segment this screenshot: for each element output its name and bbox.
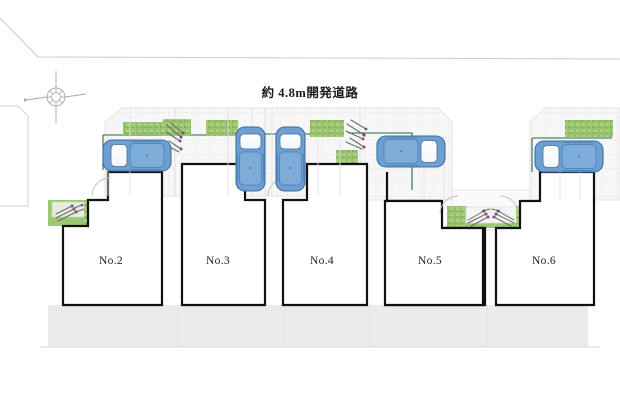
flower-bed-icon-d: [467, 208, 491, 227]
flower-bed-icon-e: [491, 208, 515, 227]
road-label: 約 4.8m開発道路: [261, 86, 359, 100]
lot-label-no3: No.3: [206, 255, 230, 267]
car-no3: [235, 126, 266, 192]
lot-label-no5: No.5: [418, 255, 442, 267]
shrub-icon-no4: [310, 120, 344, 137]
shrub-icon-no6: [565, 120, 613, 137]
shrub-icon-no3: [206, 120, 238, 136]
lot-outline-overlays: [383, 199, 485, 307]
compass-rose-icon: [24, 71, 87, 123]
shrub-icon-no2: [123, 122, 171, 135]
bed-paving-band-no2: [51, 201, 85, 218]
flower-bed-icon-group: [55, 119, 515, 227]
car-no4: [275, 126, 306, 192]
lot-no5-shape: [383, 199, 485, 307]
car-no5: [376, 135, 446, 168]
lot-no4-outline: [281, 162, 369, 307]
flower-bed-icon-c: [55, 203, 85, 222]
lot-no6-outline: [494, 170, 596, 307]
site-boundary-line: [0, 17, 620, 60]
lot-label-no6: No.6: [532, 255, 556, 267]
bed-paving-band-left: [465, 206, 492, 224]
car-no6: [534, 140, 604, 173]
flower-bed-icon-b: [345, 119, 368, 150]
lot-label-no4: No.4: [310, 255, 334, 267]
shrub-icon-bed-left: [447, 206, 467, 229]
lot-label-no2: No.2: [99, 255, 123, 267]
gravel-texture-band: [40, 305, 600, 348]
neighbour-parcel-outline: [0, 105, 29, 207]
car-no2: [102, 139, 172, 172]
